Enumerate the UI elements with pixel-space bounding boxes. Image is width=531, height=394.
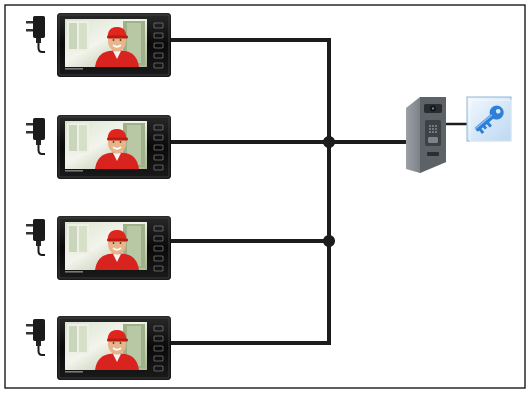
video-monitor-icon: [56, 215, 172, 281]
wiring: [168, 38, 468, 345]
video-monitor-icon: [56, 114, 172, 180]
video-monitor-icon: [56, 315, 172, 381]
bus-wire-outer: [168, 38, 331, 345]
video-monitor-icon: [56, 12, 172, 78]
junction-node-lower: [323, 235, 335, 247]
door-station-icon: [406, 97, 446, 173]
junction-node-upper: [323, 136, 335, 148]
key-icon: [466, 96, 512, 142]
